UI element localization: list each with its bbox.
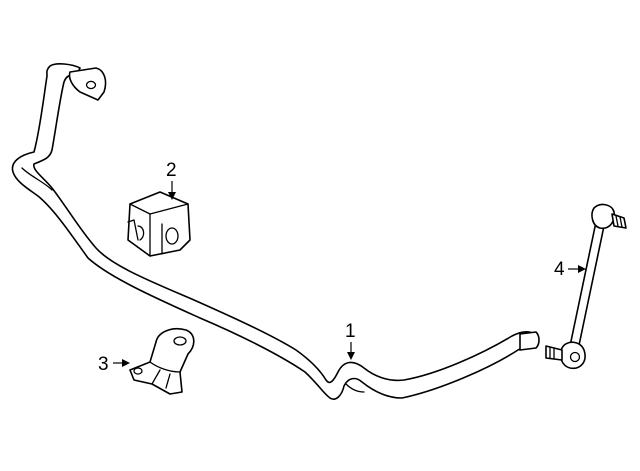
- callout-label-2: 2: [166, 160, 177, 181]
- callout-arrow-2: [168, 192, 176, 200]
- callout-label-1: 1: [345, 321, 356, 342]
- bushing-bracket: [129, 327, 195, 395]
- stabilizer-bushing: [127, 191, 191, 257]
- callout-1: 1: [345, 321, 356, 360]
- callout-arrow-1: [347, 352, 355, 360]
- stabilizer-link: [545, 203, 627, 370]
- callout-label-3: 3: [98, 354, 109, 375]
- callout-2: 2: [166, 160, 177, 200]
- callout-label-4: 4: [554, 259, 565, 280]
- callout-3: 3: [98, 354, 130, 375]
- callout-arrow-4: [578, 265, 586, 273]
- stabilizer-bar: [11, 63, 540, 400]
- callout-arrow-3: [122, 359, 130, 367]
- callout-4: 4: [554, 259, 586, 280]
